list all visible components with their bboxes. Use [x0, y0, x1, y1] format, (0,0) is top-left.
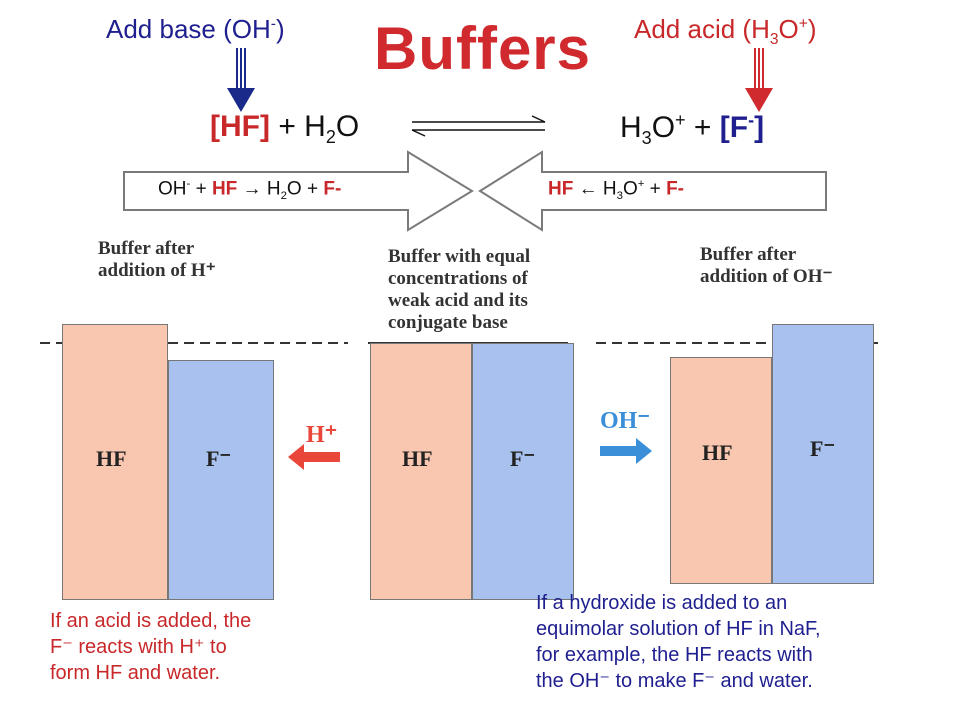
acid-reaction: HF ← H3O+ + F-: [548, 178, 684, 203]
bar-hf-after-acid: [62, 324, 168, 600]
oh-minus-arrow-icon: [600, 438, 652, 464]
reaction-outline-arrows-icon: [123, 150, 827, 232]
hf-label-right: HF: [702, 440, 733, 465]
bar-f-after-base: [772, 324, 874, 584]
bar-hf-after-base: [670, 357, 772, 584]
hf-label-left: HF: [96, 446, 127, 471]
page-title: Buffers: [374, 15, 592, 82]
down-arrow-base-icon: [227, 48, 255, 112]
equilibrium-right: H3O+ + [F-]: [620, 110, 765, 148]
hf-label-center: HF: [402, 446, 433, 471]
bar-f-equal: [472, 343, 574, 600]
add-base-label: Add base (OH-): [106, 14, 285, 44]
equilibrium-left: [HF] + H2O: [210, 110, 360, 147]
h-plus-arrow-icon: [288, 444, 340, 470]
f-label-left: F⁻: [206, 446, 232, 471]
bar-hf-equal: [370, 343, 472, 600]
oh-minus-label: OH⁻: [600, 408, 651, 434]
equilibrium-arrows-icon: [411, 115, 546, 137]
f-label-right: F⁻: [810, 436, 836, 461]
f-label-center: F⁻: [510, 446, 536, 471]
bar-f-after-acid: [168, 360, 274, 600]
h-plus-label: H⁺: [306, 422, 338, 448]
down-arrow-acid-icon: [745, 48, 773, 112]
base-reaction: OH- + HF → H2O + F-: [158, 178, 342, 203]
add-acid-label: Add acid (H3O+): [634, 14, 817, 49]
